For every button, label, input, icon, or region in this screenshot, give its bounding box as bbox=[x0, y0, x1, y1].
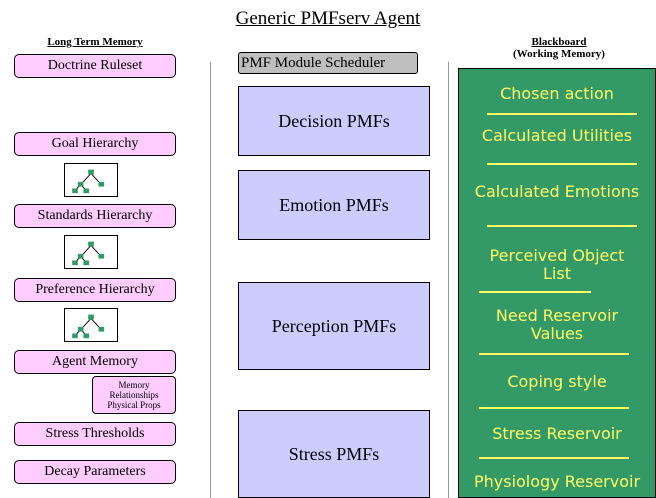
ltm-goal-hierarchy: Goal Hierarchy bbox=[14, 132, 176, 156]
ltm-preference-hierarchy: Preference Hierarchy bbox=[14, 278, 176, 302]
pmf-module-scheduler: PMF Module Scheduler bbox=[238, 52, 418, 74]
bb-calculated-utilities: Calculated Utilities bbox=[481, 126, 633, 145]
ltm-standards-hierarchy: Standards Hierarchy bbox=[14, 204, 176, 228]
bb-separator bbox=[479, 291, 591, 293]
ltm-heading: Long Term Memory bbox=[47, 36, 143, 48]
blackboard-heading: Blackboard (Working Memory) bbox=[513, 36, 605, 60]
hierarchy-tree-icon bbox=[64, 163, 118, 197]
ltm-doctrine-ruleset: Doctrine Ruleset bbox=[14, 54, 176, 78]
agent-memory-details: Memory Relationships Physical Props bbox=[92, 376, 176, 414]
blackboard-subheading: (Working Memory) bbox=[513, 48, 605, 60]
detail-physical-props: Physical Props bbox=[107, 400, 161, 410]
detail-relationships: Relationships bbox=[109, 390, 159, 400]
blackboard-panel: Chosen action Calculated Utilities Calcu… bbox=[458, 68, 656, 498]
bb-perceived-object-list: Perceived Object List bbox=[489, 246, 625, 283]
bb-separator bbox=[487, 225, 637, 227]
bb-separator bbox=[479, 407, 629, 409]
bb-separator bbox=[479, 457, 629, 459]
bb-separator bbox=[479, 353, 629, 355]
perception-pmfs-box: Perception PMFs bbox=[238, 282, 430, 370]
diagram-title: Generic PMFserv Agent bbox=[235, 8, 421, 29]
bb-chosen-action: Chosen action bbox=[500, 84, 614, 103]
hierarchy-tree-icon bbox=[64, 308, 118, 342]
stress-pmfs-box: Stress PMFs bbox=[238, 410, 430, 498]
bb-calculated-emotions: Calculated Emotions bbox=[474, 182, 640, 201]
detail-memory: Memory bbox=[118, 380, 150, 390]
ltm-decay-parameters: Decay Parameters bbox=[14, 460, 176, 484]
bb-separator bbox=[487, 113, 637, 115]
bb-need-reservoir-values: Need Reservoir Values bbox=[495, 306, 619, 343]
column-divider-left bbox=[210, 62, 211, 498]
emotion-pmfs-box: Emotion PMFs bbox=[238, 170, 430, 240]
decision-pmfs-box: Decision PMFs bbox=[238, 86, 430, 156]
bb-separator bbox=[487, 163, 637, 165]
bb-stress-reservoir: Stress Reservoir bbox=[492, 424, 622, 443]
bb-physiology-reservoir: Physiology Reservoir bbox=[473, 472, 641, 491]
ltm-agent-memory: Agent Memory bbox=[14, 350, 176, 374]
hierarchy-tree-icon bbox=[64, 235, 118, 269]
bb-coping-style: Coping style bbox=[507, 372, 607, 391]
column-divider-right bbox=[448, 62, 449, 498]
ltm-stress-thresholds: Stress Thresholds bbox=[14, 422, 176, 446]
